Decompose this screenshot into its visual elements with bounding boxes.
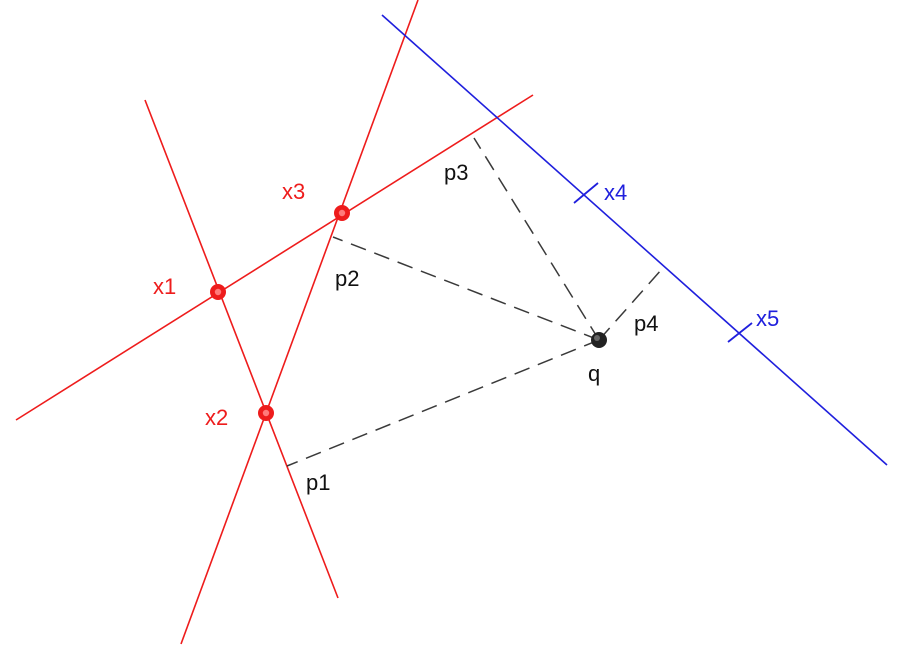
dashed-q-p3 [473,137,600,341]
tick-x4 [573,182,599,204]
label-x3: x3 [282,179,305,204]
label-x5: x5 [756,306,779,331]
label-p3: p3 [444,160,468,185]
red-line-x3-x2 [180,0,419,645]
label-x4: x4 [604,180,627,205]
red-line-x1-x3 [15,94,534,421]
point-q [591,332,607,348]
label-p4: p4 [634,311,658,336]
blue-line-x4-x5 [381,14,888,466]
tick-x5 [727,322,753,343]
dashed-q-p4 [598,268,663,341]
point-x1 [210,284,226,300]
label-p1: p1 [306,470,330,495]
label-q: q [588,361,600,386]
label-p2: p2 [335,266,359,291]
dashed-q-p2 [332,236,600,341]
point-x3 [334,205,350,221]
label-x2: x2 [205,405,228,430]
dashed-q-p1 [286,339,600,467]
label-x1: x1 [153,274,176,299]
red-line-x1-x2 [144,99,339,599]
point-x2 [258,405,274,421]
